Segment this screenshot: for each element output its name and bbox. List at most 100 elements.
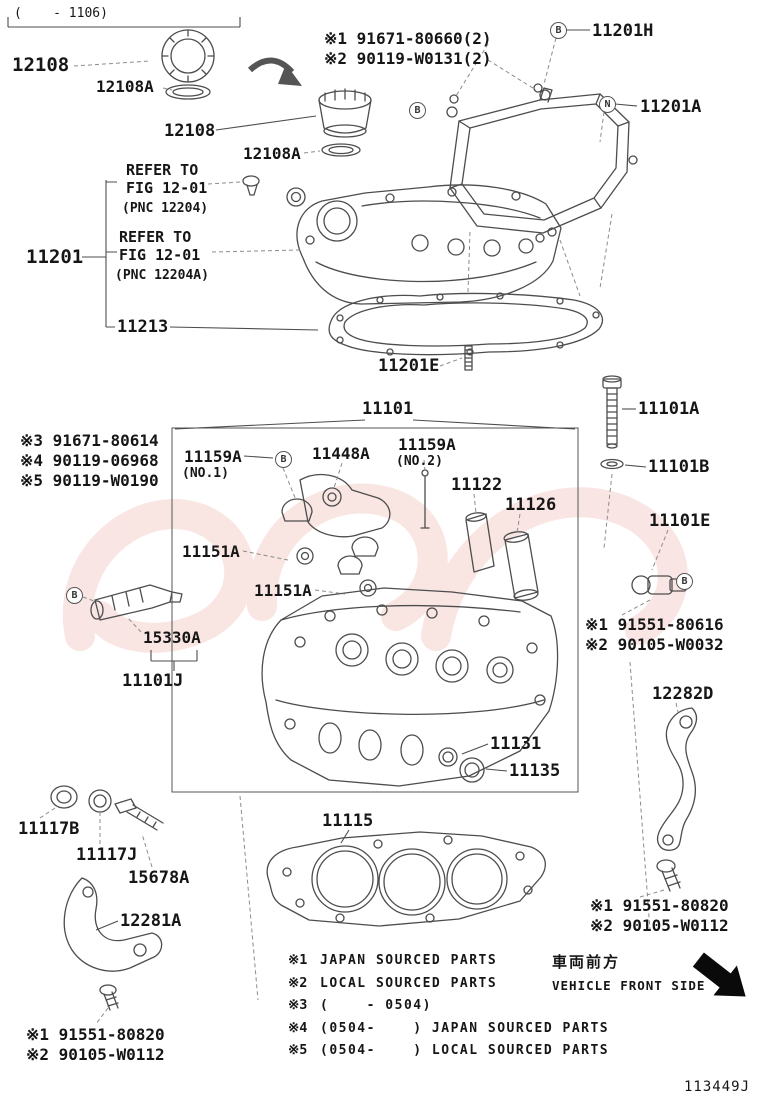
callout-11448a: 11448A xyxy=(312,444,370,463)
cylinder-head-drawing xyxy=(261,587,559,787)
callout-11117j: 11117J xyxy=(76,845,138,865)
callout-90105-w0112-l: ※2 90105-W0112 xyxy=(26,1045,165,1064)
header-range-bracket xyxy=(7,17,241,28)
legend-mark-1: ※1 xyxy=(288,952,308,968)
bracket-12281a-drawing xyxy=(63,877,163,972)
callout-90105-w0032: ※2 90105-W0032 xyxy=(585,635,724,654)
cylinder-head-cover-drawing xyxy=(296,184,562,305)
head-bolt-drawing xyxy=(602,375,622,449)
callout-12108-b: 12108 xyxy=(164,121,216,141)
cover-upper-case-drawing xyxy=(446,83,638,243)
callout-11135: 11135 xyxy=(509,761,561,781)
refer-to-1-pnc: (PNC 12204) xyxy=(122,201,209,216)
callout-11101e: 11101E xyxy=(649,511,711,531)
legend-mark-2: ※2 xyxy=(288,974,308,991)
rotate-arrow-icon xyxy=(247,57,302,86)
pcv-valve-grommet-drawing xyxy=(242,175,306,207)
connector-marker-b2: B xyxy=(409,102,426,119)
legend-text-2: LOCAL SOURCED PARTS xyxy=(320,975,498,991)
callout-11159a-no2: 11159A xyxy=(398,435,456,454)
callout-15678a: 15678A xyxy=(128,868,190,888)
oil-control-valve-drawing xyxy=(90,584,183,621)
callout-12282d: 12282D xyxy=(652,684,714,704)
callout-91551-80616: ※1 91551-80616 xyxy=(585,615,724,634)
callout-11159a-no1-sub: (NO.1) xyxy=(182,466,229,481)
connector-marker-b5: B xyxy=(676,573,693,590)
callout-11101a: 11101A xyxy=(638,399,700,419)
callout-90119-06968: ※4 90119-06968 xyxy=(20,451,159,470)
callout-11159a-no2-sub: (NO.2) xyxy=(396,454,443,469)
header-range: ( - 1106) xyxy=(14,6,108,21)
solid-leader-lines xyxy=(82,29,647,931)
stud-bolt-drawing xyxy=(464,345,473,371)
legend-text-1: JAPAN SOURCED PARTS xyxy=(320,953,498,968)
legend-text-3: ( - 0504) xyxy=(320,998,432,1013)
oil-filler-cap-top-drawing xyxy=(161,29,215,100)
bracket-bolt-drawing xyxy=(99,984,119,1011)
head-bolt-washer-drawing xyxy=(600,458,624,470)
callout-91551-80820-r: ※1 91551-80820 xyxy=(590,896,729,915)
callout-90119-w0131: ※2 90119-W0131(2) xyxy=(324,49,492,68)
connector-marker-n: N xyxy=(599,96,616,113)
bracket-12282d-drawing xyxy=(657,707,698,851)
callout-90105-w0112-r: ※2 90105-W0112 xyxy=(590,916,729,935)
callout-12281a: 12281A xyxy=(120,911,182,931)
callout-12108a-b: 12108A xyxy=(243,144,301,163)
callout-11101b: 11101B xyxy=(648,457,710,477)
camshaft-caps-drawing xyxy=(281,473,391,597)
callout-11201e: 11201E xyxy=(378,356,440,376)
callout-11151a-1: 11151A xyxy=(182,542,240,561)
vehicle-front-arrow-icon xyxy=(692,952,746,997)
callout-11201h: 11201H xyxy=(592,21,654,41)
callout-91671-80660: ※1 91671-80660(2) xyxy=(324,29,492,48)
group-boundary-box xyxy=(171,427,579,793)
legend-row-3: ※3 ( - 0504) xyxy=(288,997,609,1020)
head-gasket-drawing xyxy=(266,831,546,927)
callout-11122: 11122 xyxy=(451,475,503,495)
legend-row-4: ※4 (0504- ) JAPAN SOURCED PARTS xyxy=(288,1020,609,1043)
seal-washer-bolt-drawing xyxy=(50,785,164,831)
seal-rings-drawing xyxy=(438,747,485,783)
refer-to-2-pnc: (PNC 12204A) xyxy=(115,268,209,283)
refer-to-1-line1: REFER TO xyxy=(126,161,199,179)
vehicle-front-label-jp: 車両前方 xyxy=(552,953,621,971)
callout-11101: 11101 xyxy=(362,399,414,419)
legend-mark-5: ※5 xyxy=(288,1042,308,1058)
watermark xyxy=(63,483,688,653)
callout-12108: 12108 xyxy=(12,54,70,76)
callout-11101j: 11101J xyxy=(122,671,184,691)
callout-11201a: 11201A xyxy=(640,97,702,117)
legend-text-5: (0504- ) LOCAL SOURCED PARTS xyxy=(320,1043,610,1058)
callout-11201: 11201 xyxy=(26,246,84,268)
connector-marker-b3: B xyxy=(275,451,292,468)
callout-11151a-2: 11151A xyxy=(254,581,312,600)
document-number: 113449J xyxy=(684,1079,751,1095)
callout-11159a-no1: 11159A xyxy=(184,447,242,466)
oil-filler-cap-side-drawing xyxy=(318,88,372,157)
callout-91551-80820-l: ※1 91551-80820 xyxy=(26,1025,165,1044)
connector-marker-b4: B xyxy=(66,587,83,604)
connector-marker-b1: B xyxy=(550,22,567,39)
legend-mark-3: ※3 xyxy=(288,997,308,1013)
callout-11115: 11115 xyxy=(322,811,374,831)
spark-plug-tube-drawing xyxy=(465,512,539,601)
callout-15330a: 15330A xyxy=(143,628,201,647)
vehicle-front-note: 車両前方 VEHICLE FRONT SIDE xyxy=(552,951,705,993)
callout-91671-80614: ※3 91671-80614 xyxy=(20,431,159,450)
legend-row-1: ※1 JAPAN SOURCED PARTS xyxy=(288,952,609,975)
cover-gasket-drawing xyxy=(328,292,604,356)
vehicle-front-label-en: VEHICLE FRONT SIDE xyxy=(552,978,706,993)
legend-row-2: ※2 LOCAL SOURCED PARTS xyxy=(288,975,609,998)
refer-to-2-line2: FIG 12-01 xyxy=(119,246,201,264)
callout-12108a: 12108A xyxy=(96,77,154,96)
legend-text-4: (0504- ) JAPAN SOURCED PARTS xyxy=(320,1020,610,1036)
callout-11131: 11131 xyxy=(490,734,542,754)
legend-row-5: ※5 (0504- ) LOCAL SOURCED PARTS xyxy=(288,1042,609,1065)
refer-to-2-line1: REFER TO xyxy=(119,228,192,246)
callout-11126: 11126 xyxy=(505,495,557,515)
callout-11117b: 11117B xyxy=(18,819,80,839)
dashed-leader-lines xyxy=(39,37,679,1025)
callout-11213: 11213 xyxy=(117,317,169,337)
